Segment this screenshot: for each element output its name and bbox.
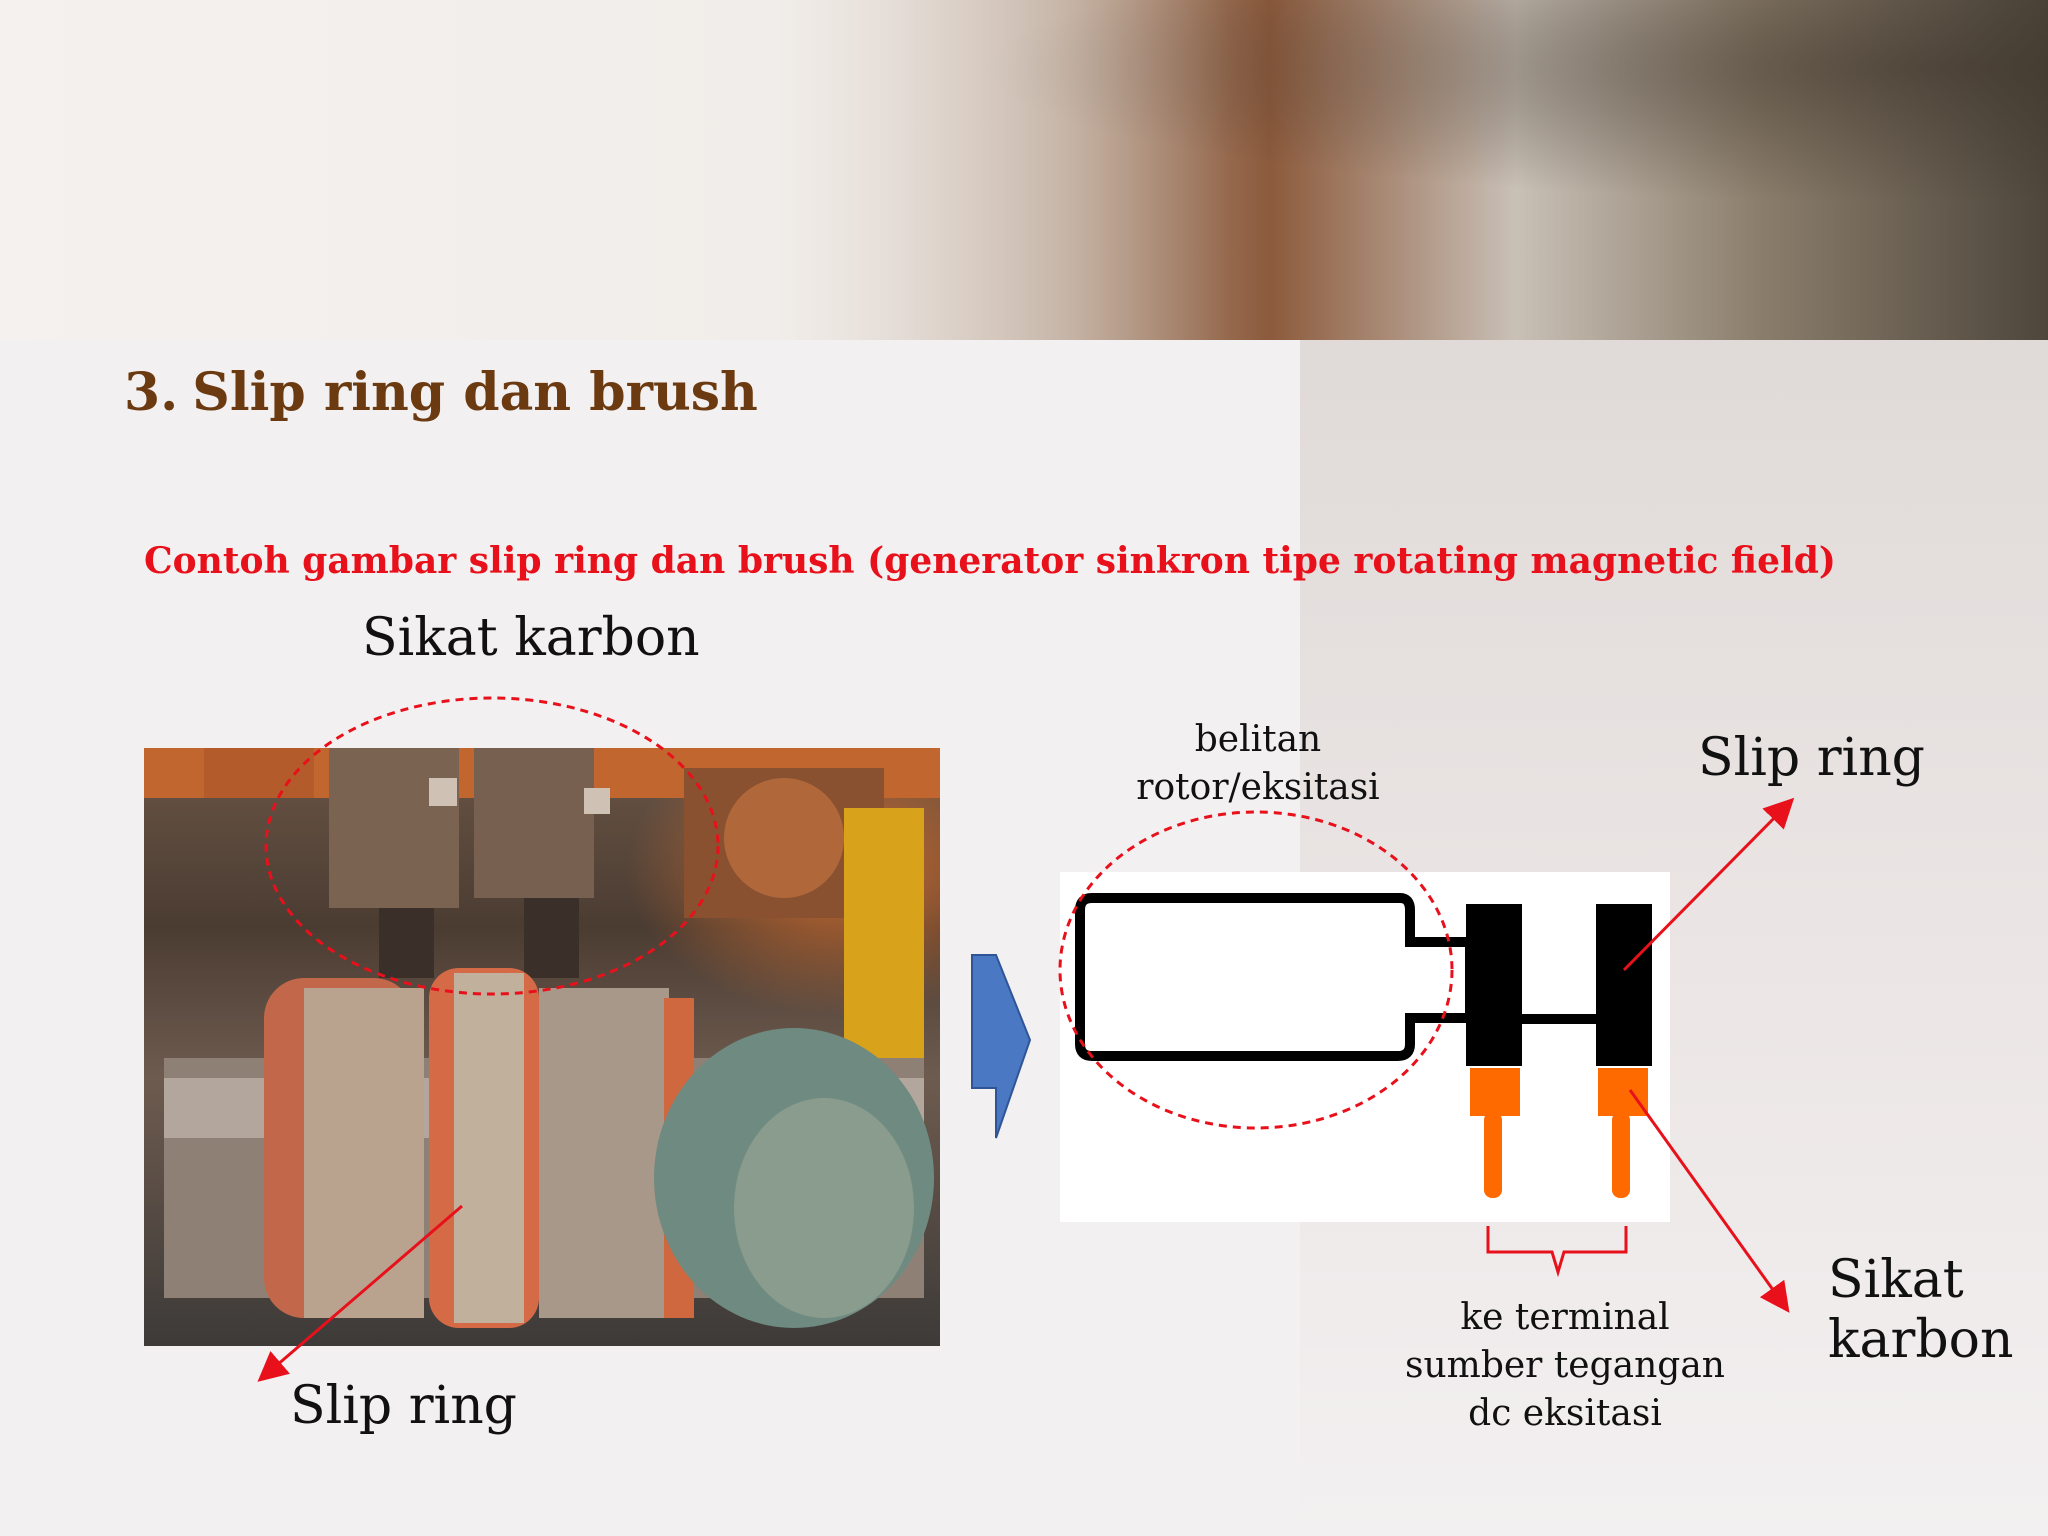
slide-subtitle: Contoh gambar slip ring dan brush (gener… xyxy=(144,540,1836,582)
brush-highlight-ellipse xyxy=(264,696,720,996)
ring-connector xyxy=(1520,1014,1600,1024)
brush-left-head xyxy=(1470,1068,1520,1116)
brush-right-stem xyxy=(1612,1112,1630,1198)
title-text: Slip ring dan brush xyxy=(192,362,758,423)
terminal-label-line1: ke terminal xyxy=(1460,1297,1670,1338)
slide-title: 3.Slip ring dan brush xyxy=(124,362,758,423)
diagram-brush-label-line2: karbon xyxy=(1828,1310,2014,1370)
slip-ring-photo-drawing xyxy=(144,748,940,1328)
terminal-label-line2: sumber tegangan xyxy=(1405,1345,1725,1386)
diagram-slip-ring-label: Slip ring xyxy=(1698,728,1925,788)
photo-ring-arrow xyxy=(257,1204,463,1382)
winding-label-line2: rotor/eksitasi xyxy=(1136,767,1380,808)
rotor-winding xyxy=(1075,893,1475,1061)
header-photo-fade xyxy=(0,0,2048,340)
photo-brush-label: Sikat karbon xyxy=(362,608,700,668)
terminal-label: ke terminal sumber tegangan dc eksitasi xyxy=(1400,1294,1730,1438)
title-number: 3. xyxy=(124,362,179,423)
terminal-label-line3: dc eksitasi xyxy=(1468,1393,1662,1434)
slip-ring-right xyxy=(1596,904,1652,1066)
diagram-brush-label-line1: Sikat xyxy=(1828,1250,1964,1310)
diagram-ring-arrow xyxy=(1622,797,1795,972)
brush-left-stem xyxy=(1484,1112,1502,1198)
terminal-brace xyxy=(1486,1226,1628,1278)
slip-ring-left xyxy=(1466,904,1522,1066)
photo-slip-ring-label: Slip ring xyxy=(290,1376,517,1436)
winding-label: belitan rotor/eksitasi xyxy=(1130,716,1386,812)
right-arrow-icon xyxy=(971,954,1032,1139)
diagram-brush-label: Sikat karbon xyxy=(1828,1250,2013,1370)
winding-label-line1: belitan xyxy=(1194,719,1322,760)
brush-right-head xyxy=(1598,1068,1648,1116)
winding-highlight-ellipse xyxy=(1058,810,1454,1130)
slip-ring-photo xyxy=(144,748,940,1346)
diagram-brush-arrow xyxy=(1628,1089,1790,1313)
